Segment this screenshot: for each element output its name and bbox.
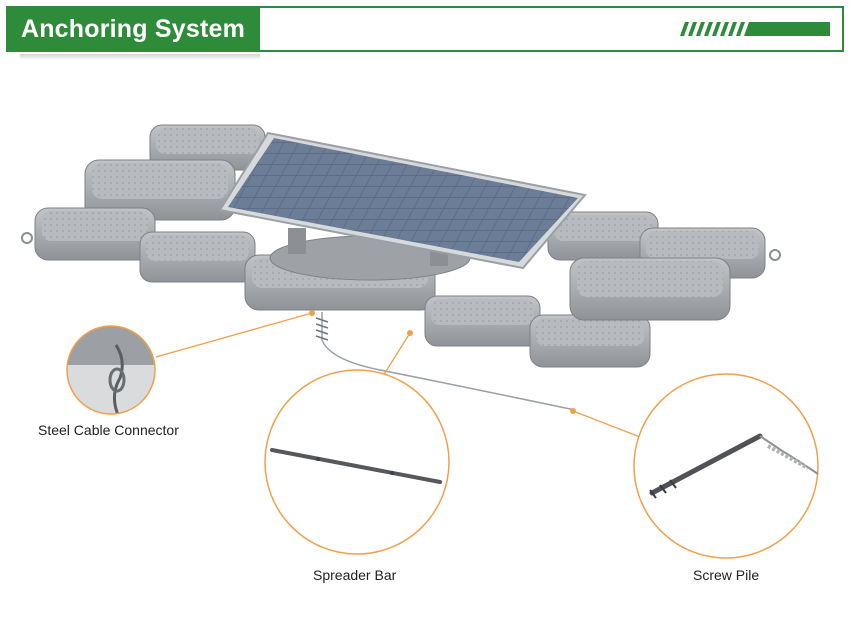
decorative-stripes-icon (680, 22, 830, 36)
spreader-bar-label: Spreader Bar (313, 567, 397, 583)
leader-lines (155, 312, 641, 438)
screw-pile-label: Screw Pile (693, 567, 760, 583)
steel-cable-connector-label: Steel Cable Connector (38, 422, 179, 438)
cable-connector-callout (66, 325, 156, 415)
left-float-cluster (21, 124, 266, 283)
solar-panel (218, 131, 587, 270)
page-title: Anchoring System (6, 6, 260, 52)
spreader-bar-callout (264, 369, 450, 555)
leader-dot (570, 408, 576, 414)
right-float-cluster (547, 211, 781, 321)
leader-dot (309, 310, 315, 316)
title-shadow (20, 54, 260, 60)
screw-pile-callout (633, 373, 819, 559)
leader-dot (407, 330, 413, 336)
